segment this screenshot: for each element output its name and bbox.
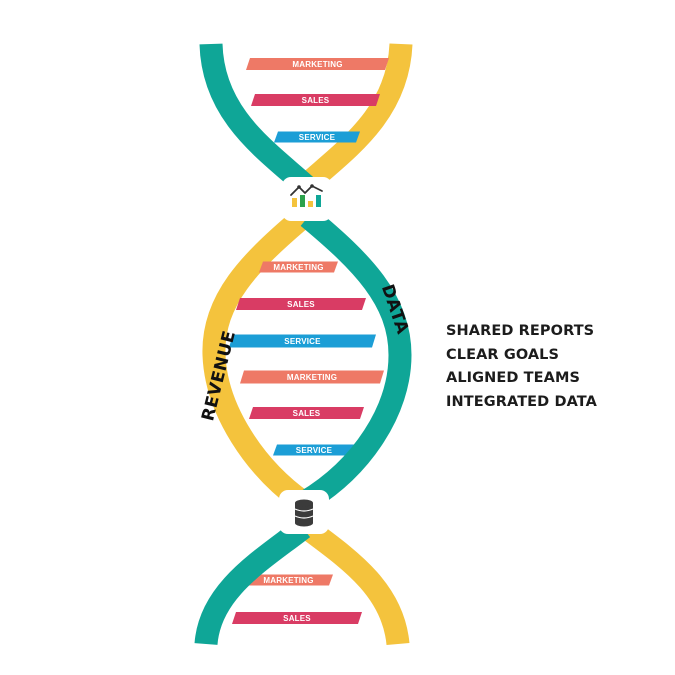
rung-bar: [259, 261, 338, 273]
analytics-chart-icon: [290, 184, 323, 207]
benefit-item: INTEGRATED DATA: [446, 393, 597, 410]
rung-marketing: MARKETING: [246, 58, 389, 70]
rung-label: SERVICE: [299, 133, 336, 142]
rung-bar: [251, 94, 380, 106]
rung-sales: SALES: [236, 298, 366, 310]
rung-marketing: MARKETING: [240, 370, 384, 384]
benefit-item: ALIGNED TEAMS: [446, 370, 581, 386]
rung-bar: [236, 298, 366, 310]
rung-sales: SALES: [232, 612, 362, 624]
benefits-list: SHARED REPORTS CLEAR GOALS ALIGNED TEAMS…: [446, 320, 597, 414]
rung-marketing: MARKETING: [259, 261, 338, 273]
rung-bar: [274, 131, 360, 143]
rung-sales: SALES: [251, 94, 380, 106]
rung-bar: [249, 407, 364, 419]
rung-marketing: MARKETING: [244, 574, 333, 586]
rung-bar: [273, 444, 355, 456]
benefit-item: CLEAR GOALS: [446, 346, 560, 363]
chart-node: [282, 177, 332, 221]
rung-label: SALES: [293, 409, 321, 418]
rung-label: SALES: [302, 96, 330, 105]
rung-bar: [246, 58, 389, 70]
strand-teal-bottom: [194, 518, 311, 646]
strand-yellow-mid: [202, 208, 311, 512]
rung-service: SERVICE: [229, 334, 376, 348]
rung-label: MARKETING: [263, 576, 313, 585]
rung-label: SERVICE: [296, 446, 333, 455]
database-icon: [294, 499, 314, 527]
strand-yellow-bottom: [300, 518, 410, 646]
rung-sales: SALES: [249, 407, 364, 419]
rung-label: MARKETING: [287, 373, 337, 382]
strand-yellow-top: [297, 43, 413, 195]
rung-bar: [229, 334, 376, 348]
rung-bar: [244, 574, 333, 586]
rung-label: MARKETING: [273, 263, 323, 272]
rung-bar: [240, 370, 384, 384]
rung-bar: [232, 612, 362, 624]
database-node: [279, 490, 329, 534]
strand-teal-mid: [298, 208, 412, 512]
benefit-item: SHARED REPORTS: [446, 323, 595, 339]
rung-label: SALES: [283, 614, 311, 623]
rung-label: MARKETING: [292, 60, 342, 69]
rung-label: SALES: [287, 300, 315, 309]
strand-teal-top: [199, 43, 314, 195]
rung-label: SERVICE: [284, 337, 321, 346]
rung-service: SERVICE: [274, 131, 360, 143]
rung-service: SERVICE: [273, 444, 355, 456]
